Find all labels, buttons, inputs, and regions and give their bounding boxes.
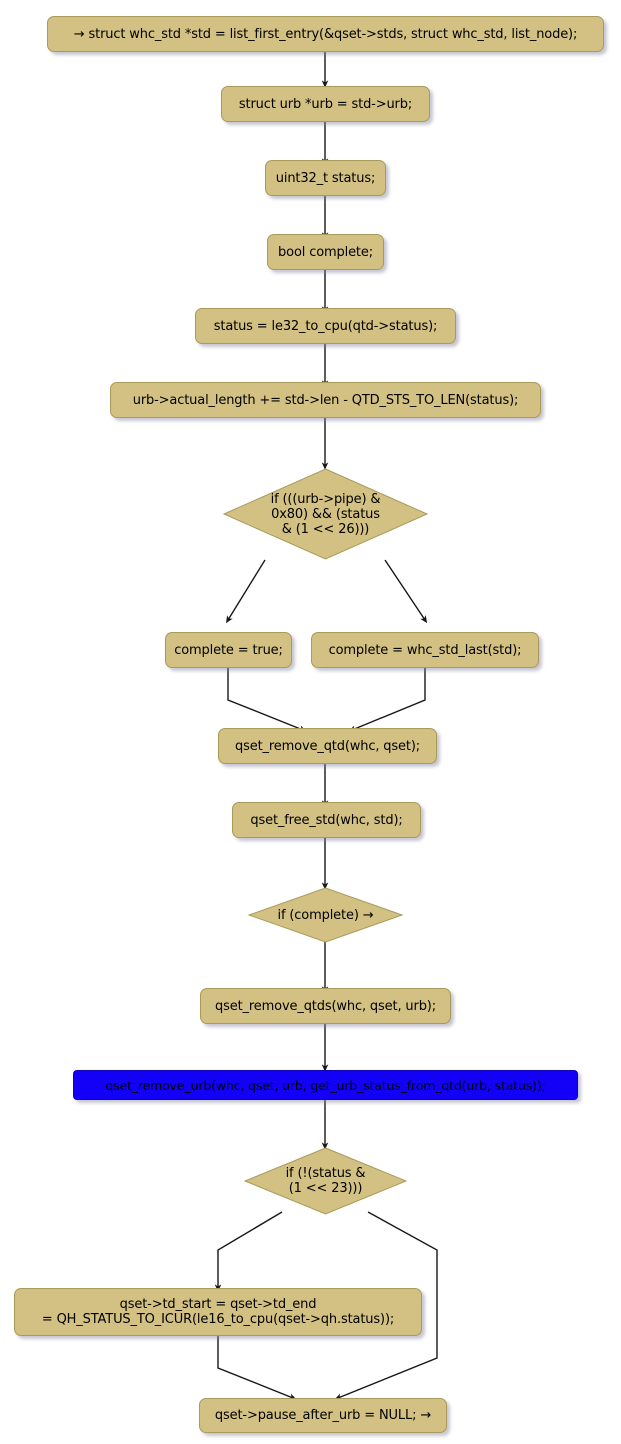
action-node-qset-remove-urb-highlighted[interactable]: qset_remove_urb(whc, qset, urb, get_urb_… — [73, 1070, 578, 1100]
node-label: qset_remove_urb(whc, qset, urb, get_urb_… — [105, 1077, 546, 1093]
action-node-qset-remove-qtd[interactable]: qset_remove_qtd(whc, qset); — [218, 728, 437, 764]
edge-d3-n13 — [214, 1211, 283, 1292]
action-node-struct-urb[interactable]: struct urb *urb = std->urb; — [221, 86, 430, 122]
node-label: → struct whc_std *std = list_first_entry… — [73, 26, 578, 42]
action-node-td-start-td-end[interactable]: qset->td_start = qset->td_end = QH_STATU… — [14, 1288, 422, 1336]
node-label: if (complete) → — [277, 907, 374, 923]
action-node-bool-complete[interactable]: bool complete; — [267, 234, 384, 270]
node-label: if (!(status & (1 << 23))) — [285, 1166, 366, 1196]
action-node-actual-length[interactable]: urb->actual_length += std->len - QTD_STS… — [110, 382, 541, 418]
edge-n7-n9 — [227, 668, 307, 732]
action-node-complete-whc-std-last[interactable]: complete = whc_std_last(std); — [311, 632, 539, 668]
node-label: status = le32_to_cpu(qtd->status); — [213, 318, 438, 334]
action-node-complete-true[interactable]: complete = true; — [165, 632, 292, 668]
node-label: qset_remove_qtds(whc, qset, urb); — [215, 998, 436, 1014]
action-node-uint32-status[interactable]: uint32_t status; — [265, 160, 386, 196]
node-label: struct urb *urb = std->urb; — [238, 96, 413, 112]
edge-d1-n8 — [384, 559, 428, 624]
decision-node-status-bit23[interactable]: if (!(status & (1 << 23))) — [243, 1146, 408, 1216]
node-label: urb->actual_length += std->len - QTD_STS… — [132, 392, 519, 408]
action-node-status-le32[interactable]: status = le32_to_cpu(qtd->status); — [195, 308, 456, 344]
node-label: complete = whc_std_last(std); — [328, 642, 522, 658]
node-label: if (((urb->pipe) & 0x80) && (status & (1… — [270, 491, 381, 537]
action-node-qset-remove-qtds[interactable]: qset_remove_qtds(whc, qset, urb); — [200, 988, 451, 1024]
action-node-qset-free-std[interactable]: qset_free_std(whc, std); — [232, 802, 421, 838]
edge-n13-n14 — [217, 1336, 297, 1400]
node-label: bool complete; — [278, 244, 373, 260]
diamond-shape — [243, 1147, 408, 1215]
node-label: qset->td_start = qset->td_end = QH_STATU… — [41, 1297, 395, 1327]
node-label: uint32_t status; — [275, 170, 376, 186]
edge-d1-n7 — [226, 559, 266, 624]
node-label: qset_free_std(whc, std); — [250, 812, 403, 828]
node-label: complete = true; — [174, 642, 283, 658]
node-label: qset->pause_after_urb = NULL; → — [214, 1408, 432, 1423]
action-node-list-first-entry[interactable]: → struct whc_std *std = list_first_entry… — [47, 16, 604, 52]
decision-node-if-complete[interactable]: if (complete) → — [247, 886, 404, 944]
diamond-shape — [247, 887, 404, 943]
decision-node-urb-pipe[interactable]: if (((urb->pipe) & 0x80) && (status & (1… — [221, 466, 430, 562]
action-node-pause-after-urb[interactable]: qset->pause_after_urb = NULL; → — [199, 1398, 447, 1433]
edge-n8-n9 — [348, 668, 426, 732]
diamond-shape — [222, 468, 429, 560]
node-label: qset_remove_qtd(whc, qset); — [235, 738, 420, 754]
